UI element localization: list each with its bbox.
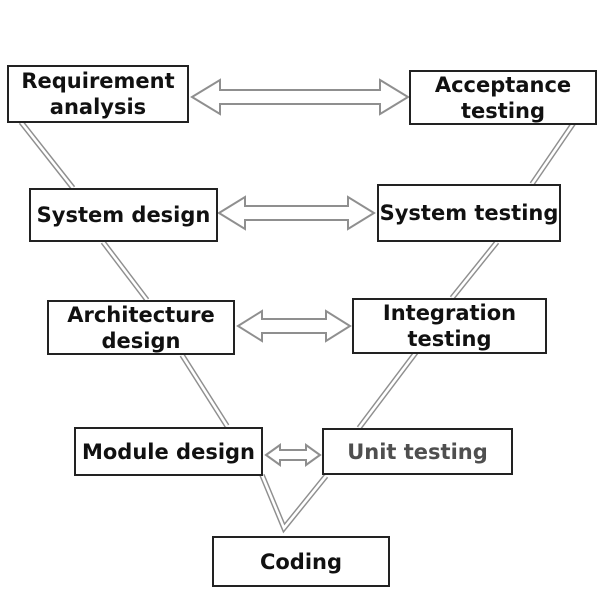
- connector-sysdesign-to-arch-inner: [101, 241, 149, 301]
- box-acceptance-testing: Acceptance testing: [409, 70, 597, 125]
- box-system-design: System design: [29, 188, 218, 242]
- bidirectional-arrow-module-unit: [264, 443, 322, 467]
- bidirectional-arrow-arch-integration: [236, 309, 352, 343]
- box-requirement-analysis: Requirement analysis: [7, 65, 189, 123]
- connector-arch-to-module-inner: [180, 354, 229, 427]
- box-unit-testing: Unit testing: [322, 428, 513, 475]
- connector-v-apex-to-coding-inner: [260, 474, 328, 531]
- connector-req-to-sysdesign-inner: [19, 121, 75, 189]
- bidirectional-arrow-sysdesign-systesting: [217, 195, 376, 231]
- connector-acceptance-to-systesting-inner: [530, 120, 577, 185]
- bidirectional-arrow-requirement-acceptance: [190, 78, 410, 116]
- box-integration-testing: Integration testing: [352, 298, 547, 354]
- box-module-design: Module design: [74, 427, 263, 476]
- box-architecture-design: Architecture design: [47, 300, 235, 355]
- connector-integration-to-unit-inner: [357, 350, 419, 429]
- box-system-testing: System testing: [377, 184, 561, 242]
- box-coding: Coding: [212, 536, 390, 587]
- connector-systesting-to-integration-inner: [450, 241, 499, 299]
